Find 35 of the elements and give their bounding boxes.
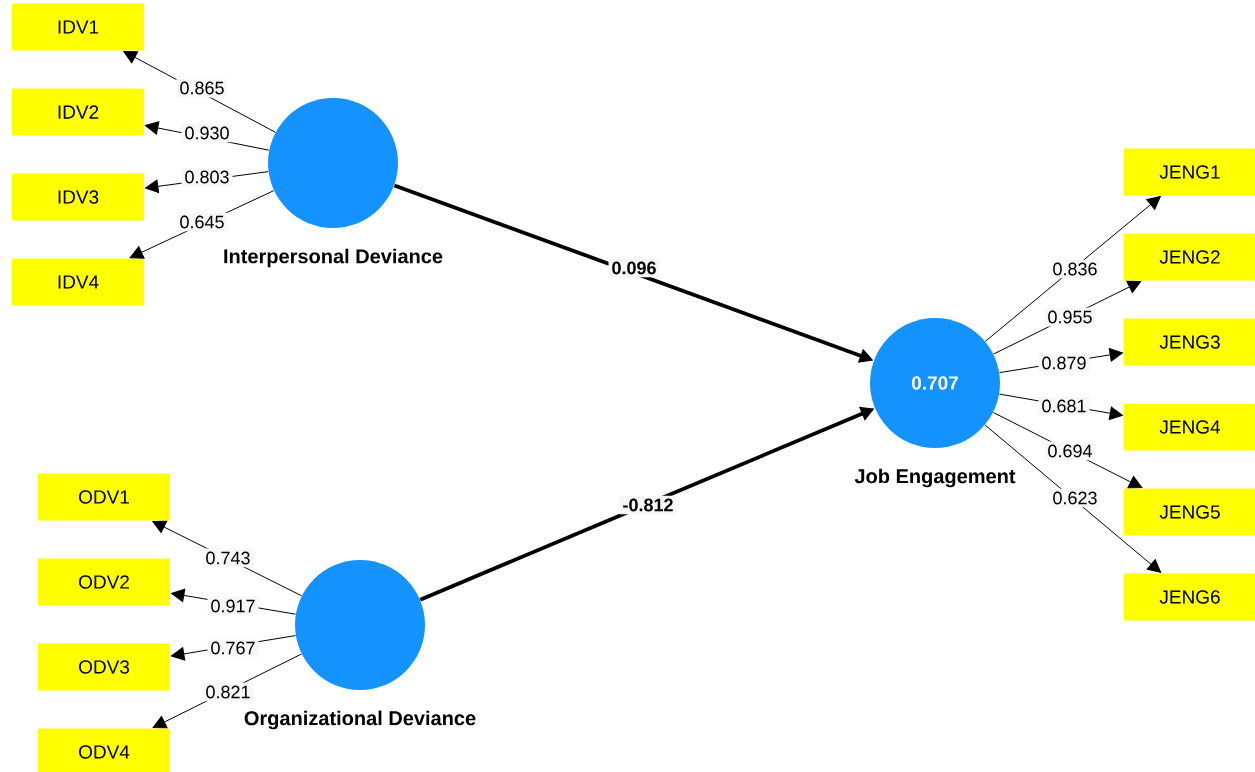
arrow <box>984 196 1161 342</box>
edge-label: 0.743 <box>202 548 254 568</box>
indicator-box: IDV4 <box>12 258 144 306</box>
edge-label: 0.681 <box>1038 396 1090 416</box>
edge-label: 0.803 <box>181 167 233 187</box>
construct-label: Organizational Deviance <box>244 710 476 730</box>
edge-label: 0.836 <box>1049 259 1101 279</box>
construct-label: Interpersonal Deviance <box>224 248 443 268</box>
edge-label: 0.645 <box>176 212 228 232</box>
indicator-box: IDV2 <box>12 88 144 136</box>
edge-label: -0.812 <box>619 495 677 515</box>
indicator-box: ODV4 <box>38 728 170 772</box>
edge-label: 0.096 <box>608 258 660 278</box>
indicator-box: IDV3 <box>12 173 144 221</box>
edge-label: 0.879 <box>1038 353 1090 373</box>
edge-label: 0.865 <box>176 78 228 98</box>
indicator-box: JENG4 <box>1124 403 1255 451</box>
construct-label: Job Engagement <box>854 468 1016 488</box>
indicator-box: JENG6 <box>1124 573 1255 621</box>
indicator-box: JENG3 <box>1124 318 1255 366</box>
edge-label: 0.930 <box>181 123 233 143</box>
edge-label: 0.821 <box>202 682 254 702</box>
indicator-box: JENG1 <box>1124 148 1255 196</box>
edge-label: 0.955 <box>1044 307 1096 327</box>
indicator-box: ODV3 <box>38 643 170 691</box>
indicator-box: ODV1 <box>38 473 170 521</box>
edge-label: 0.767 <box>207 638 259 658</box>
edge-label: 0.623 <box>1049 488 1101 508</box>
arrow <box>984 424 1162 573</box>
edge-label: 0.917 <box>207 596 259 616</box>
indicator-box: JENG2 <box>1124 233 1255 281</box>
indicator-box: ODV2 <box>38 558 170 606</box>
indicator-box: JENG5 <box>1124 488 1255 536</box>
edge-label: 0.694 <box>1044 441 1096 461</box>
indicator-box: IDV1 <box>12 3 144 51</box>
